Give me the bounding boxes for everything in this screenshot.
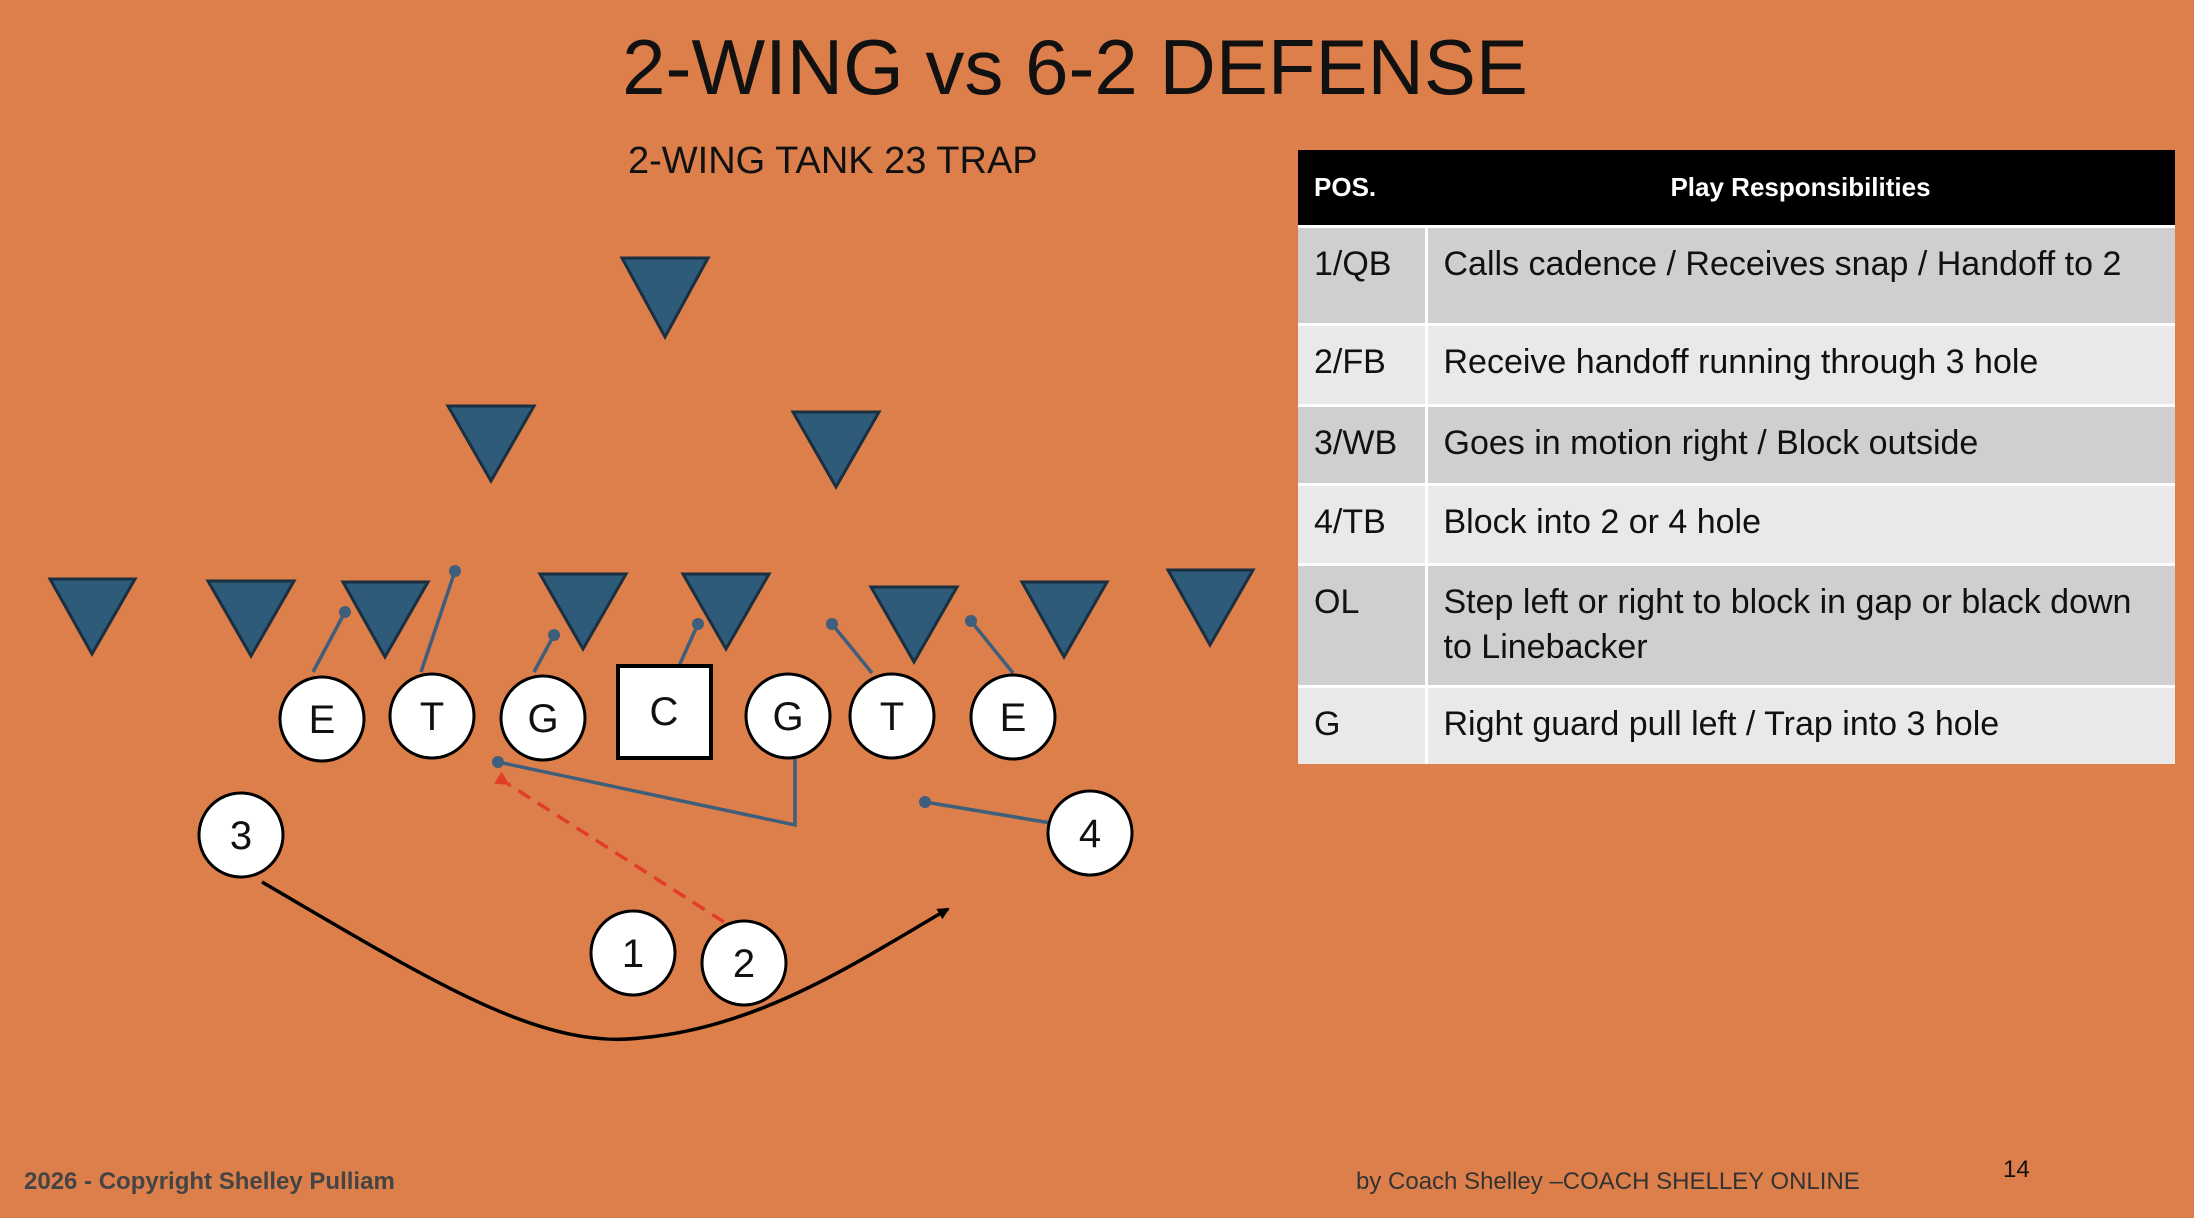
pos-cell: G (1298, 685, 1428, 764)
player-tailback-4: 4 (1046, 789, 1134, 877)
pos-cell: 4/TB (1298, 483, 1428, 565)
player-fullback-2: 2 (700, 919, 788, 1007)
resp-cell: Right guard pull left / Trap into 3 hole (1426, 685, 2175, 764)
player-wingback-3: 3 (197, 791, 285, 879)
table-row: 3/WB Goes in motion right / Block outsid… (1298, 404, 2175, 485)
player-right-tackle: T (848, 672, 936, 760)
ball-carrier-path (494, 771, 725, 924)
block-dot (492, 756, 504, 768)
block-dot (919, 796, 931, 808)
defender-line-3 (340, 580, 431, 661)
table-row: G Right guard pull left / Trap into 3 ho… (1298, 685, 2175, 764)
block-dot (692, 618, 704, 630)
block-line-left-end (311, 611, 347, 673)
block-line-left-guard (532, 634, 556, 673)
player-label: G (527, 697, 558, 741)
block-line-right-end (969, 619, 1015, 675)
player-quarterback-1: 1 (589, 909, 677, 997)
defender-line-8 (1165, 568, 1256, 649)
pos-cell: 3/WB (1298, 404, 1428, 485)
play-diagram: E T G C G T E 3 (47, 256, 1256, 1041)
player-label: 3 (230, 814, 252, 858)
player-right-guard: G (744, 672, 832, 760)
pos-cell: 2/FB (1298, 323, 1428, 406)
guard-pull-path (497, 758, 797, 828)
block-line-center (677, 623, 700, 667)
player-label: 4 (1079, 812, 1101, 856)
motion-path (261, 880, 950, 1041)
player-label: E (1000, 696, 1027, 740)
block-dot (548, 629, 560, 641)
player-label: G (772, 695, 803, 739)
page-number: 14 (2003, 1156, 2030, 1183)
defender-linebacker-left (445, 404, 537, 485)
block-dot (449, 565, 461, 577)
player-label: 1 (622, 932, 644, 976)
player-left-end: E (278, 675, 366, 763)
block-line-left-tackle (419, 570, 457, 673)
block-dot (965, 615, 977, 627)
table-row: 4/TB Block into 2 or 4 hole (1298, 483, 2175, 565)
table-row: 1/QB Calls cadence / Receives snap / Han… (1298, 225, 2175, 325)
defender-linebacker-right (790, 410, 882, 491)
player-center: C (616, 664, 713, 760)
player-label: T (880, 695, 904, 739)
table-row: OL Step left or right to block in gap or… (1298, 563, 2175, 687)
offense: E T G C G T E 3 (197, 664, 1134, 1007)
pos-cell: 1/QB (1298, 225, 1428, 325)
pos-header: POS. (1298, 150, 1426, 227)
player-label: T (420, 695, 444, 739)
table-row: 2/FB Receive handoff running through 3 h… (1298, 323, 2175, 406)
defender-safety (619, 256, 711, 341)
player-label: C (650, 690, 679, 734)
player-right-end: E (969, 673, 1057, 761)
defender-line-1 (47, 577, 138, 658)
credit-text: by Coach Shelley –COACH SHELLEY ONLINE (1356, 1168, 1860, 1195)
table-header-row: POS. Play Responsibilities (1298, 150, 2175, 227)
block-line-right-tackle (830, 622, 874, 675)
resp-cell: Block into 2 or 4 hole (1426, 483, 2175, 565)
responsibilities-header: Play Responsibilities (1426, 150, 2175, 227)
defender-line-2 (205, 579, 297, 660)
player-label: 2 (733, 942, 755, 986)
defender-line-6 (868, 585, 960, 666)
resp-cell: Receive handoff running through 3 hole (1426, 323, 2175, 406)
resp-cell: Calls cadence / Receives snap / Handoff … (1426, 225, 2175, 325)
defender-line-7 (1019, 580, 1110, 661)
block-dots (339, 565, 977, 808)
block-dot (339, 606, 351, 618)
player-label: E (309, 698, 336, 742)
tailback-block-line (924, 800, 1052, 825)
defense (47, 256, 1256, 666)
block-dot (826, 618, 838, 630)
defender-line-4 (537, 572, 629, 653)
responsibilities-table: POS. Play Responsibilities 1/QB Calls ca… (1298, 150, 2175, 764)
defender-line-5 (680, 572, 772, 653)
play-name: 2-WING TANK 23 TRAP (628, 140, 1038, 182)
resp-cell: Goes in motion right / Block outside (1426, 404, 2175, 485)
resp-cell: Step left or right to block in gap or bl… (1426, 563, 2175, 687)
player-left-tackle: T (388, 672, 476, 760)
slide-title: 2-WING vs 6-2 DEFENSE (622, 23, 1528, 111)
block-assignments (311, 570, 1052, 828)
player-left-guard: G (499, 674, 587, 762)
pos-cell: OL (1298, 563, 1428, 687)
copyright-text: 2026 - Copyright Shelley Pulliam (24, 1168, 395, 1195)
